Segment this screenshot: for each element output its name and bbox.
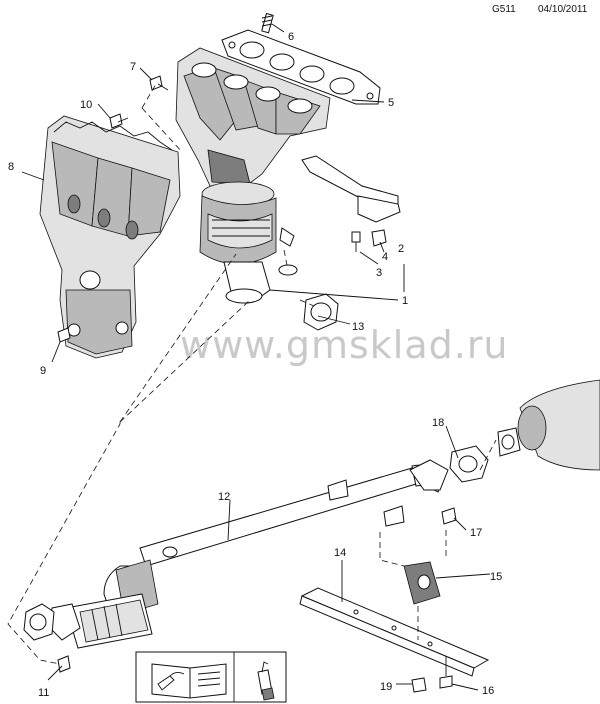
- callout-4: 4: [382, 251, 388, 263]
- manual-book-icon[interactable]: [151, 663, 227, 699]
- part-4-nut[interactable]: [371, 229, 387, 247]
- sealant-tube-icon[interactable]: [257, 661, 275, 701]
- callout-8: 8: [8, 161, 14, 173]
- part-11-nut[interactable]: [57, 655, 71, 673]
- part-9-bolt[interactable]: [57, 327, 71, 343]
- callout-17: 17: [470, 527, 482, 539]
- assembly-lines: [7, 83, 497, 665]
- part-15-rubber-mount[interactable]: [403, 561, 441, 605]
- part-1-catalytic-converter[interactable]: [199, 181, 298, 304]
- callout-13: 13: [352, 321, 364, 333]
- callout-16: 16: [482, 685, 494, 697]
- callout-15: 15: [490, 571, 502, 583]
- part-5-manifold-gasket[interactable]: [221, 29, 381, 105]
- part-10-bolt[interactable]: [109, 113, 129, 129]
- callout-1: 1: [402, 295, 408, 307]
- callout-18: 18: [432, 417, 444, 429]
- leader-lines: [21, 23, 491, 691]
- callout-14: 14: [334, 547, 346, 559]
- callout-12: 12: [218, 491, 230, 503]
- part-8-heat-shield[interactable]: [39, 115, 181, 359]
- callout-10: 10: [80, 99, 92, 111]
- callout-9: 9: [40, 365, 46, 377]
- callout-7: 7: [130, 61, 136, 73]
- part-19-nut[interactable]: [411, 677, 427, 693]
- exhaust-manifold[interactable]: [175, 47, 331, 187]
- callout-5: 5: [388, 97, 394, 109]
- callout-19: 19: [380, 681, 392, 693]
- callout-labels: 6 5 7 10 8 9 2 4 3 1 13 18 12 17 14 15 1…: [8, 31, 502, 699]
- legend-box: [135, 651, 287, 703]
- callout-2: 2: [398, 243, 404, 255]
- rear-muffler-section: [497, 379, 600, 471]
- part-16-bolt[interactable]: [439, 656, 453, 689]
- part-18-gasket[interactable]: [449, 445, 489, 483]
- part-17-nut[interactable]: [441, 507, 457, 525]
- part-14-crossmember[interactable]: [299, 587, 490, 677]
- diagram-code: G511: [492, 4, 516, 15]
- part-3-bolt[interactable]: [351, 231, 361, 252]
- part-6-stud[interactable]: [261, 12, 274, 34]
- callout-3: 3: [376, 267, 382, 279]
- diagram-date: 04/10/2011: [538, 4, 588, 15]
- part-7-bolt[interactable]: [149, 75, 169, 91]
- watermark: www.gmsklad.ru: [180, 323, 509, 367]
- callout-11: 11: [38, 687, 49, 699]
- part-2-bracket[interactable]: [301, 155, 401, 223]
- callout-6: 6: [288, 31, 294, 43]
- part-13-gasket[interactable]: [303, 293, 339, 331]
- part-12-front-pipe[interactable]: [23, 459, 449, 649]
